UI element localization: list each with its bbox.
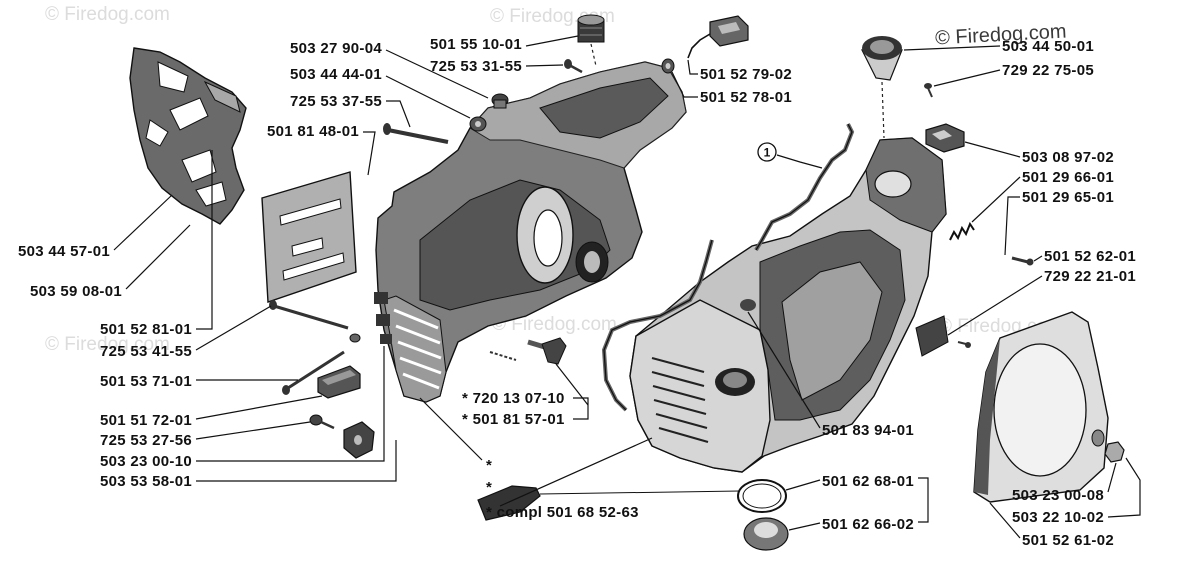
part-number-label: 503 08 97-02 xyxy=(1022,149,1114,166)
asterisk-label: * xyxy=(486,457,492,474)
bolt xyxy=(282,350,345,395)
washer xyxy=(1091,429,1105,447)
part-number-label: 503 44 57-01 xyxy=(18,243,110,260)
nut xyxy=(1104,441,1125,463)
part-number-label: 503 22 10-02 xyxy=(1012,509,1104,526)
part-number-label: * 501 81 57-01 xyxy=(462,411,565,428)
marker-number: 1 xyxy=(764,146,771,160)
part-number-label: * 720 13 07-10 xyxy=(462,390,565,407)
oil-cap xyxy=(577,14,605,43)
part-number-label: 501 53 71-01 xyxy=(100,373,192,390)
block xyxy=(317,365,361,399)
left-side-cover xyxy=(129,47,247,225)
part-number-label: 725 53 27-56 xyxy=(100,432,192,449)
part-number-label: 501 81 48-01 xyxy=(267,123,359,140)
screw xyxy=(1011,256,1034,266)
part-number-label: 501 83 94-01 xyxy=(822,422,914,439)
gasket-1 xyxy=(754,123,855,252)
part-number-label: 501 52 62-01 xyxy=(1044,248,1136,265)
part-number-label: 725 53 37-55 xyxy=(290,93,382,110)
part-number-label: 503 23 00-08 xyxy=(1012,487,1104,504)
crankcase-left-half xyxy=(374,61,687,403)
clamp xyxy=(343,421,375,459)
part-number-label: 501 29 66-01 xyxy=(1022,169,1114,186)
part-number-label: 501 52 78-01 xyxy=(700,89,792,106)
watermark: © Firedog.com xyxy=(45,4,170,25)
bracket xyxy=(925,123,965,153)
part-number-label: 501 62 68-01 xyxy=(822,473,914,490)
washer-bolt xyxy=(309,414,335,430)
part-number-label: 729 22 75-05 xyxy=(1002,62,1094,79)
part-number-label: 725 53 31-55 xyxy=(430,58,522,75)
part-number-label: 503 27 90-04 xyxy=(290,40,382,57)
washer xyxy=(349,333,361,343)
screw xyxy=(924,83,933,98)
connector xyxy=(687,15,749,59)
tank-cap xyxy=(861,36,903,81)
spacer-block xyxy=(374,292,388,304)
spacer-block xyxy=(376,314,390,326)
connector-line xyxy=(539,490,741,495)
watermark: © Firedog.com xyxy=(45,334,170,355)
part-number-label: 503 59 08-01 xyxy=(30,283,122,300)
screw xyxy=(957,341,971,348)
ring xyxy=(737,479,787,513)
guide-plate xyxy=(261,171,357,303)
part-number-label: 503 44 44-01 xyxy=(290,66,382,83)
part-number-label: 503 44 50-01 xyxy=(1002,38,1094,55)
cap xyxy=(743,517,789,551)
grommet xyxy=(491,93,509,109)
part-number-label: 501 52 79-02 xyxy=(700,66,792,83)
part-number-label: 501 51 72-01 xyxy=(100,412,192,429)
part-number-label: 503 53 58-01 xyxy=(100,473,192,490)
gasket xyxy=(601,239,714,412)
small-bolt xyxy=(564,59,583,74)
side-plate xyxy=(973,311,1125,503)
dashed-guide xyxy=(590,43,597,67)
dashed-guide xyxy=(881,81,885,139)
part-number-label: 501 29 65-01 xyxy=(1022,189,1114,206)
part-number-label: 503 23 00-10 xyxy=(100,453,192,470)
watermark: © Firedog.com xyxy=(492,314,617,335)
pin xyxy=(489,351,517,361)
part-number-label: 501 62 66-02 xyxy=(822,516,914,533)
spacer-block xyxy=(380,334,392,344)
part-number-label: 729 22 21-01 xyxy=(1044,268,1136,285)
reference-marker: 1 xyxy=(757,142,777,162)
grommet xyxy=(469,116,487,132)
part-number-label: 501 55 10-01 xyxy=(430,36,522,53)
part-number-label: * compl 501 68 52-63 xyxy=(486,504,639,521)
part-number-label: 501 52 81-01 xyxy=(100,321,192,338)
part-number-label: 725 53 41-55 xyxy=(100,343,192,360)
spring xyxy=(949,221,975,241)
leader-lines xyxy=(113,35,1141,539)
asterisk-label: * xyxy=(486,479,492,496)
bolt xyxy=(269,300,349,330)
part-number-label: 501 52 61-02 xyxy=(1022,532,1114,549)
callout-labels: 503 27 90-04 503 44 44-01 725 53 37-55 5… xyxy=(18,36,1136,549)
rubber-buffer xyxy=(527,337,567,365)
bushing xyxy=(661,58,675,74)
crankcase-right-half xyxy=(629,137,947,473)
plate xyxy=(915,315,949,357)
long-bolt xyxy=(383,123,449,144)
